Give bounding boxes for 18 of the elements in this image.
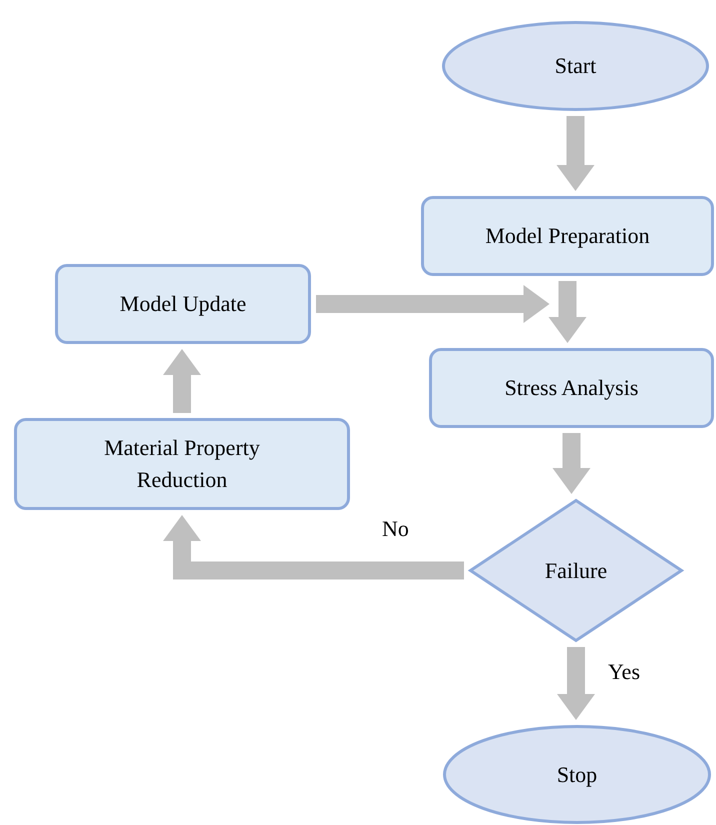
- block-arrow: [548, 281, 586, 343]
- block-arrow: [552, 433, 590, 494]
- node-text: Stop: [556, 760, 598, 789]
- block-arrow: [163, 349, 201, 413]
- process-box: [421, 196, 714, 276]
- node-text: Start: [554, 52, 596, 80]
- block-arrow: [163, 515, 464, 580]
- node-text: Model Preparation: [485, 222, 650, 250]
- node-text: Model Update: [120, 290, 246, 318]
- block-arrow: [556, 116, 594, 191]
- process-box: [55, 264, 311, 344]
- node-text: Stress Analysis: [504, 374, 638, 402]
- process-box: [429, 348, 714, 428]
- node-text: Material Property Reduction: [103, 434, 261, 494]
- node-text: Failure: [544, 556, 608, 585]
- block-arrow: [316, 285, 550, 323]
- block-arrow: [557, 647, 595, 720]
- process-box: [14, 418, 350, 510]
